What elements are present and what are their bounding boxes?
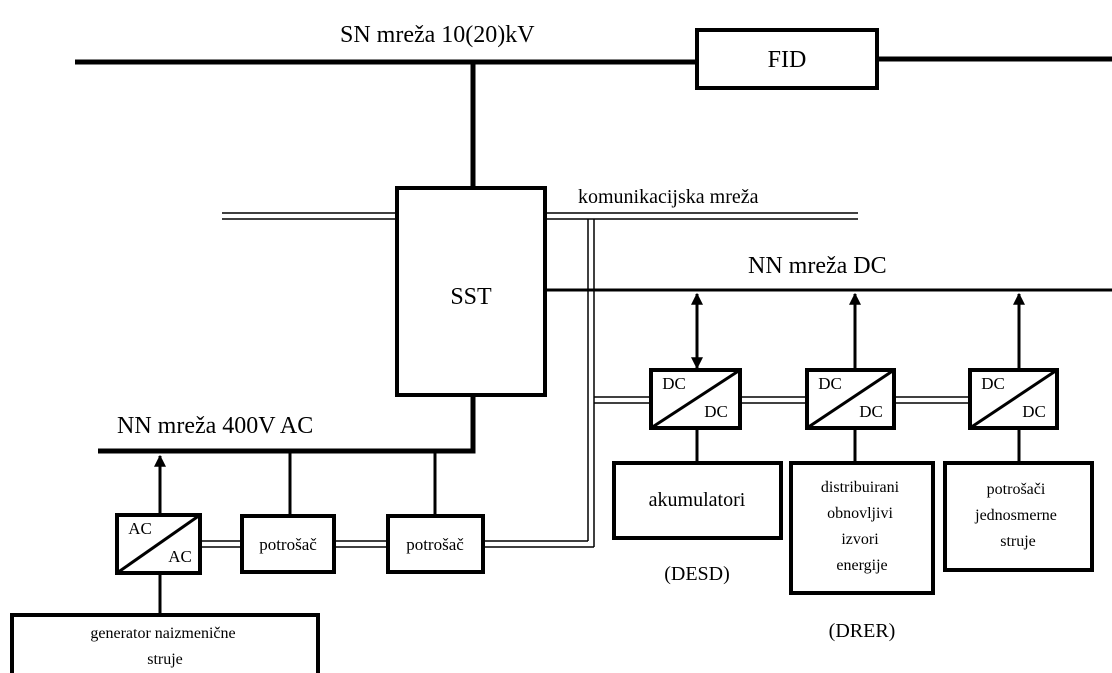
svg-text:DC: DC (859, 402, 883, 421)
ac-ac-converter: AC AC (115, 513, 202, 575)
drer-box (789, 461, 935, 595)
batteries-box (612, 461, 783, 540)
consumer-1-label: potrošač (259, 535, 317, 554)
svg-text:DC: DC (981, 374, 1005, 393)
svg-text:AC: AC (128, 519, 152, 538)
dc-dc-converter-2: DC DC (805, 368, 896, 430)
ac-generator-box (10, 613, 320, 673)
mv-grid-label: SN mreža 10(20)kV (340, 22, 535, 48)
svg-text:DC: DC (818, 374, 842, 393)
lv-ac-bus (98, 395, 476, 454)
ac-generator-label: generator naizmenične struje (90, 625, 239, 668)
lv-ac-label: NN mreža 400V AC (117, 413, 313, 439)
comm-network-line (200, 212, 970, 548)
svg-text:DC: DC (1022, 402, 1046, 421)
consumer-1-box (240, 514, 336, 574)
dc-consumers-box (943, 461, 1094, 572)
comm-network-label: komunikacijska mreža (578, 186, 759, 208)
sst-label: SST (450, 284, 492, 310)
fid-label: FID (768, 47, 807, 73)
dc-dc-converter-3: DC DC (968, 368, 1059, 430)
svg-text:AC: AC (168, 547, 192, 566)
lv-dc-label: NN mreža DC (748, 253, 887, 279)
svg-text:DC: DC (662, 374, 686, 393)
consumer-2-box (386, 514, 485, 574)
fid-box (695, 28, 879, 90)
drer-label: (DRER) (829, 620, 896, 642)
drer-box-label: distribuirani obnovljivi izvori energije (821, 479, 903, 574)
batteries-label: akumulatori (649, 489, 746, 511)
svg-text:DC: DC (704, 402, 728, 421)
dc-dc-converter-1: DC DC (649, 368, 742, 430)
desd-label: (DESD) (664, 563, 730, 585)
consumer-2-label: potrošač (406, 535, 464, 554)
dc-consumers-label: potrošači jednosmerne struje (974, 481, 1061, 550)
